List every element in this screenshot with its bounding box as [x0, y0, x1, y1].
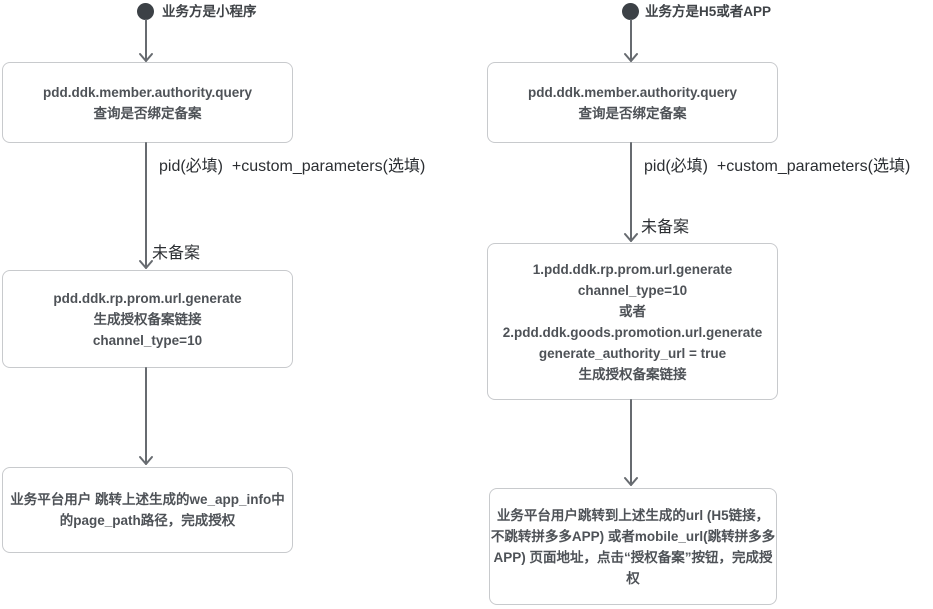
node-authority-query: pdd.ddk.member.authority.query 查询是否绑定备案: [487, 62, 778, 143]
arrow-down-icon: [139, 19, 153, 62]
arrow-down-icon: [139, 367, 153, 465]
node-complete-authorization: 业务平台用户跳转到上述生成的url (H5链接， 不跳转拼多多APP) 或者mo…: [489, 488, 777, 605]
start-dot: [622, 3, 639, 20]
node-line: 1.pdd.ddk.rp.prom.url.generate: [532, 261, 733, 277]
node-line: 生成授权备案链接: [93, 311, 202, 327]
edge-label-status: 未备案: [152, 245, 201, 262]
node-line: 查询是否绑定备案: [93, 105, 202, 121]
node-line: 业务平台用户跳转到上述生成的url (H5链接，: [496, 507, 770, 523]
node-url-generate-options: 1.pdd.ddk.rp.prom.url.generate channel_t…: [487, 243, 778, 400]
node-line: pdd.ddk.member.authority.query: [42, 84, 253, 100]
start-label: 业务方是小程序: [162, 4, 257, 19]
edge-label-status: 未备案: [641, 219, 690, 236]
node-line: 2.pdd.ddk.goods.promotion.url.generate: [502, 324, 763, 340]
node-line: pdd.ddk.rp.prom.url.generate: [53, 290, 242, 306]
node-line: APP) 页面地址，点击“授权备案”按钮，完成授: [493, 549, 773, 565]
node-authority-query: pdd.ddk.member.authority.query 查询是否绑定备案: [2, 62, 293, 143]
start-label: 业务方是H5或者APP: [645, 4, 772, 19]
node-line: 权: [626, 570, 640, 586]
node-line: 不跳转拼多多APP) 或者mobile_url(跳转拼多多: [490, 528, 776, 544]
node-complete-authorization: 业务平台用户 跳转上述生成的we_app_info中 的page_path路径，…: [2, 467, 293, 553]
edge-label-params: pid(必填) +custom_parameters(选填): [644, 158, 911, 175]
arrow-down-icon: [624, 399, 638, 486]
node-line: 业务平台用户 跳转上述生成的we_app_info中: [10, 492, 285, 507]
node-url-generate: pdd.ddk.rp.prom.url.generate 生成授权备案链接 ch…: [2, 270, 293, 368]
node-line: 的page_path路径，完成授权: [59, 513, 236, 528]
node-line: pdd.ddk.member.authority.query: [527, 84, 738, 100]
node-line: generate_authority_url = true: [538, 345, 727, 361]
arrow-down-icon: [624, 19, 638, 62]
node-line: 生成授权备案链接: [578, 366, 687, 382]
edge-label-params: pid(必填) +custom_parameters(选填): [159, 158, 426, 175]
arrow-down-icon: [139, 142, 153, 269]
node-line: 或者: [619, 303, 646, 319]
node-line: channel_type=10: [92, 332, 203, 348]
start-dot: [137, 3, 154, 20]
node-line: channel_type=10: [577, 282, 688, 298]
node-line: 查询是否绑定备案: [578, 105, 687, 121]
arrow-down-icon: [624, 142, 638, 242]
